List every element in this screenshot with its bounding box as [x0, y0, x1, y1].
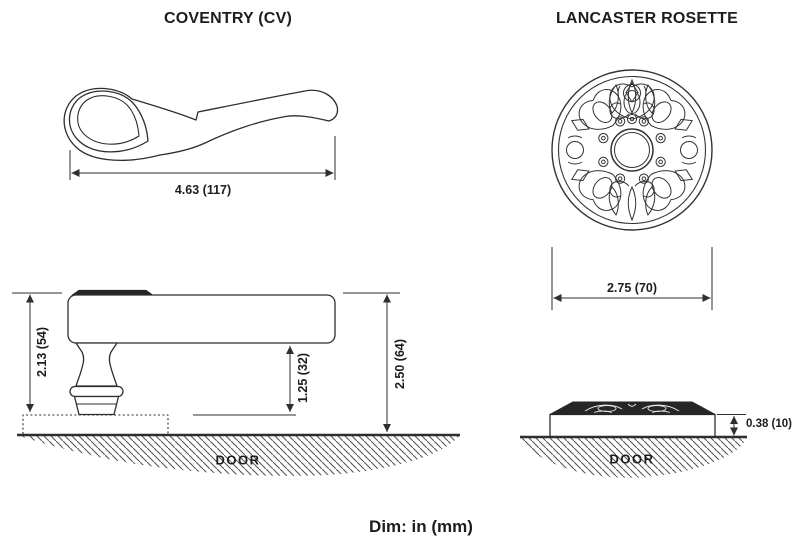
- rosette-thickness-dimension-label: 0.38 (10): [745, 418, 793, 430]
- lever-height-dimension-label: 2.13 (54): [35, 326, 49, 378]
- door-section-left: [17, 433, 460, 476]
- lever-scroll-inner-line-1: [68, 90, 149, 153]
- lever-side-dimension-lines: [12, 292, 400, 432]
- rosette-bevel-face: [549, 401, 716, 415]
- coventry-title: COVENTRY (CV): [164, 10, 292, 27]
- door-hatching: [17, 435, 460, 476]
- units-note: Dim: in (mm): [369, 517, 473, 536]
- lever-neck: [75, 342, 118, 387]
- rosette-thickness-dimension-lines: [717, 414, 746, 436]
- rosette-center-hole-inner: [614, 132, 650, 168]
- rosette-inner-ring: [557, 75, 707, 225]
- rosette-ornament: [566, 78, 698, 221]
- rosette-outer-ring: [551, 69, 713, 231]
- lever-outline: [63, 87, 339, 161]
- door-label-left: DOOR: [215, 452, 261, 468]
- lever-projection-dimension-label: 2.50 (64): [393, 338, 407, 390]
- lever-foot: [73, 395, 120, 416]
- door-label-right: DOOR: [609, 451, 655, 467]
- rosette-footprint-dotted: [22, 414, 169, 434]
- lever-scroll-inner-line-2: [77, 95, 140, 145]
- lever-side-view-drawing: [22, 289, 336, 434]
- rosette-bevel-ornament-highlights: [584, 403, 680, 413]
- door-section-right: [520, 435, 747, 478]
- door-hatching: [520, 437, 747, 478]
- rosette-diameter-dimension-label: 2.75 (70): [606, 281, 658, 295]
- lever-collar: [69, 385, 124, 398]
- rosette-diameter-dimension-lines: [551, 247, 713, 310]
- lancaster-title: LANCASTER ROSETTE: [555, 10, 739, 27]
- rosette-face-drawing: [551, 69, 713, 231]
- lever-length-dimension-label: 4.63 (117): [174, 183, 232, 197]
- lever-grip-bar: [67, 294, 336, 344]
- rosette-side-view-drawing: [549, 401, 716, 438]
- rosette-center-hole-outer: [610, 128, 654, 172]
- rosette-base-profile: [549, 413, 716, 438]
- lever-underside-dimension-label: 1.25 (32): [296, 352, 310, 404]
- lever-length-dimension-lines: [69, 136, 336, 180]
- lever-profile-drawing: [63, 87, 339, 161]
